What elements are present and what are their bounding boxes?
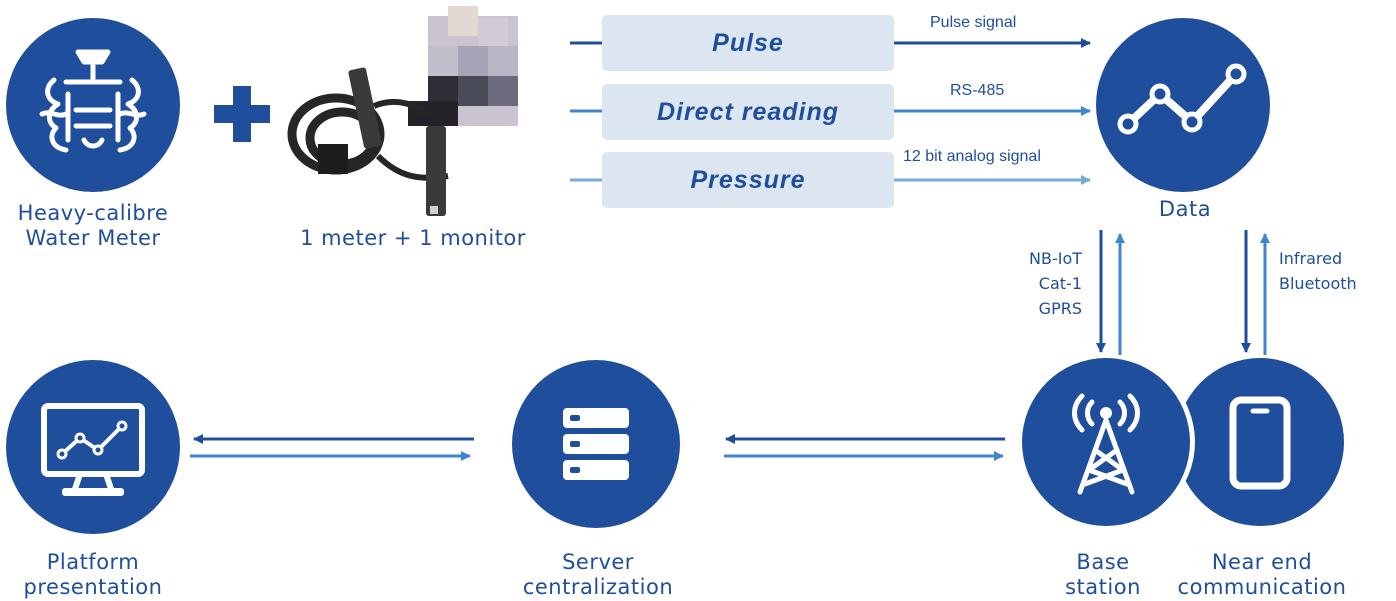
base-station-label-line1: Base <box>1076 550 1130 574</box>
protocol-nb-iot: NB-IoT <box>1029 249 1082 268</box>
server-label-line1: Server <box>562 550 634 574</box>
near-end-protocols: Infrared Bluetooth <box>1279 246 1391 296</box>
protocol-infrared: Infrared <box>1279 249 1343 268</box>
analog-signal-label: 12 bit analog signal <box>903 148 1041 165</box>
smartphone-icon <box>1229 396 1291 490</box>
platform-node <box>6 360 180 534</box>
water-meter-label-line2: Water Meter <box>25 226 161 250</box>
near-end-node <box>1176 358 1344 526</box>
data-node <box>1096 18 1270 192</box>
base-station-node <box>1022 358 1190 526</box>
server-icon <box>563 408 629 480</box>
rs485-label: RS-485 <box>950 82 1005 99</box>
near-end-label: Near end communication <box>1168 550 1356 600</box>
direct-reading-box: Direct reading <box>602 84 894 140</box>
antenna-tower-icon <box>1072 393 1140 495</box>
water-meter-label-line1: Heavy-calibre <box>17 201 169 225</box>
platform-label: Platform presentation <box>0 550 186 600</box>
platform-label-line1: Platform <box>46 550 140 574</box>
near-end-label-line1: Near end <box>1211 550 1313 574</box>
base-station-label-line2: station <box>1065 575 1141 599</box>
server-node <box>512 360 680 528</box>
platform-label-line2: presentation <box>23 575 163 599</box>
base-station-protocols: NB-IoT Cat-1 GPRS <box>996 246 1082 321</box>
monitor-device-photo <box>287 6 518 216</box>
protocol-cat1: Cat-1 <box>1038 274 1082 293</box>
data-label: Data <box>1158 197 1212 221</box>
water-meter-node <box>6 18 180 192</box>
protocol-bluetooth: Bluetooth <box>1279 274 1357 293</box>
water-meter-icon <box>39 49 147 153</box>
line-chart-icon <box>1117 63 1247 135</box>
pulse-signal-label: Pulse signal <box>930 14 1017 31</box>
near-end-label-line2: communication <box>1177 575 1347 599</box>
computer-screen-chart-icon <box>41 403 145 496</box>
monitor-device-label: 1 meter + 1 monitor <box>300 226 526 250</box>
protocol-gprs: GPRS <box>1038 299 1082 318</box>
pressure-box: Pressure <box>602 152 894 208</box>
server-label: Server centralization <box>498 550 698 600</box>
server-label-line2: centralization <box>522 575 674 599</box>
plus-icon <box>214 86 270 142</box>
water-meter-label: Heavy-calibre Water Meter <box>0 201 186 251</box>
base-station-label: Base station <box>1040 550 1166 600</box>
pulse-box: Pulse <box>602 15 894 71</box>
